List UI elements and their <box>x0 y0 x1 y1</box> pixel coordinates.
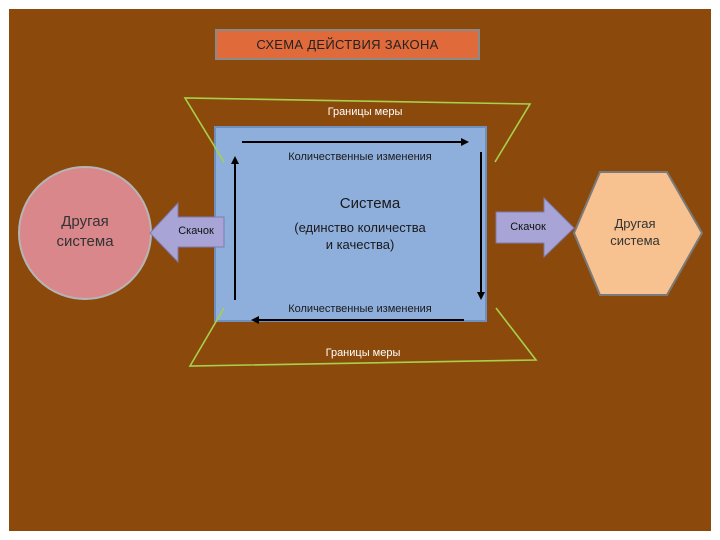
left-jump-label: Скачок <box>178 225 214 237</box>
boundary-top-label: Границы меры <box>327 106 403 118</box>
diagram-title: СХЕМА ДЕЙСТВИЯ ЗАКОНА <box>215 29 480 60</box>
system-subtitle-line1: (единство количества <box>294 220 426 235</box>
left-system-label-line1: Другая <box>61 213 109 230</box>
system-box <box>214 126 487 322</box>
system-title: Система <box>339 195 401 212</box>
changes-bottom-label: Количественные изменения <box>288 303 432 315</box>
right-system-label-line2: система <box>610 233 660 248</box>
system-subtitle-line2: и качества) <box>325 237 395 252</box>
right-jump-label: Скачок <box>510 221 546 233</box>
right-system-label-line1: Другая <box>614 216 656 231</box>
right-system-hexagon <box>572 171 704 296</box>
left-system-label-line2: система <box>56 233 114 250</box>
boundary-top-lines <box>183 97 532 163</box>
boundary-bottom-lines <box>188 307 538 367</box>
right-jump-arrow <box>495 196 575 259</box>
changes-top-label: Количественные изменения <box>288 151 432 163</box>
boundary-bottom-label: Границы меры <box>325 347 401 359</box>
left-jump-arrow <box>149 201 225 264</box>
